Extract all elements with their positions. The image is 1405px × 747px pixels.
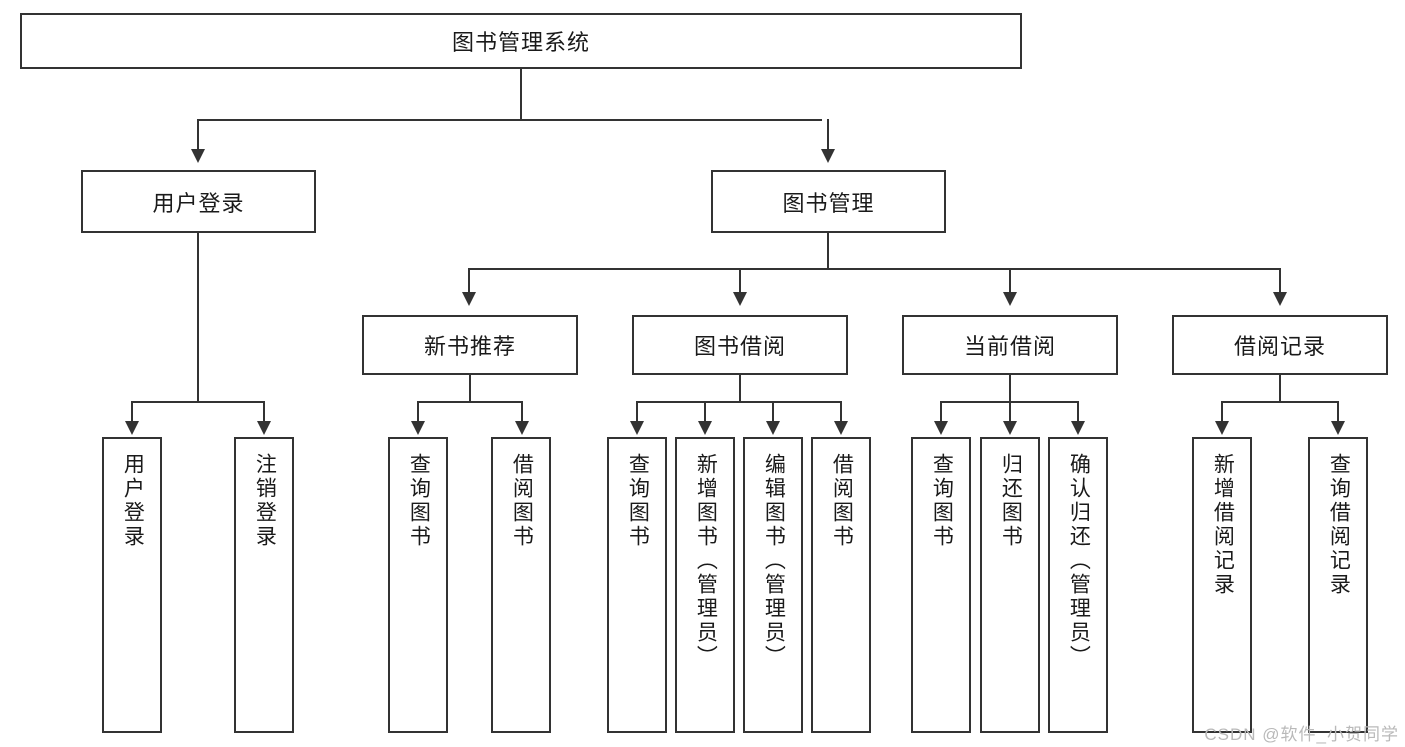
connector-book-borrow-bus bbox=[637, 401, 842, 403]
leaf-borrow-edit-book-admin[interactable]: 编辑图书（管理员） bbox=[743, 437, 803, 733]
connector-drop-leaf-user-login bbox=[131, 401, 133, 423]
arrowhead-leaf-logout bbox=[257, 421, 271, 435]
arrowhead-book-borrow bbox=[733, 292, 747, 306]
connector-drop-leaf-rec-borrow bbox=[521, 401, 523, 423]
connector-drop-book-manage bbox=[827, 119, 829, 151]
node-label: 借阅记录 bbox=[1233, 334, 1326, 359]
connector-new-book-rec-stem bbox=[469, 375, 471, 402]
node-label: 新增借阅记录 bbox=[1211, 453, 1235, 597]
node-label: 当前借阅 bbox=[963, 334, 1056, 359]
connector-drop-leaf-borrow-take bbox=[840, 401, 842, 423]
arrowhead-current-borrow bbox=[1003, 292, 1017, 306]
node-label: 查询图书 bbox=[930, 453, 954, 549]
arrowhead-leaf-borrow-add bbox=[698, 421, 712, 435]
connector-borrow-record-bus bbox=[1222, 401, 1338, 403]
connector-user-login-leaf-bus bbox=[132, 401, 264, 403]
leaf-borrow-take-book[interactable]: 借阅图书 bbox=[811, 437, 871, 733]
connector-user-login-stem bbox=[197, 233, 199, 402]
arrowhead-leaf-rec-borrow bbox=[515, 421, 529, 435]
node-label: 归还图书 bbox=[999, 453, 1023, 549]
leaf-rec-query-book[interactable]: 查询图书 bbox=[388, 437, 448, 733]
leaf-borrow-add-book-admin[interactable]: 新增图书（管理员） bbox=[675, 437, 735, 733]
connector-drop-book-borrow bbox=[739, 268, 741, 294]
arrowhead-borrow-record bbox=[1273, 292, 1287, 306]
connector-drop-leaf-borrow-query bbox=[636, 401, 638, 423]
connector-drop-leaf-borrow-add bbox=[704, 401, 706, 423]
arrowhead-user-login bbox=[191, 149, 205, 163]
leaf-add-borrow-record[interactable]: 新增借阅记录 bbox=[1192, 437, 1252, 733]
arrowhead-new-book-rec bbox=[462, 292, 476, 306]
node-label: 查询图书 bbox=[407, 453, 431, 549]
connector-drop-new-book-rec bbox=[468, 268, 470, 294]
connector-drop-user-login bbox=[197, 119, 199, 151]
node-user-login[interactable]: 用户登录 bbox=[81, 170, 316, 233]
connector-drop-leaf-cur-confirm bbox=[1077, 401, 1079, 423]
arrowhead-book-manage bbox=[821, 149, 835, 163]
node-label: 新书推荐 bbox=[423, 334, 516, 359]
node-label: 查询借阅记录 bbox=[1327, 453, 1351, 597]
leaf-rec-borrow-book[interactable]: 借阅图书 bbox=[491, 437, 551, 733]
arrowhead-leaf-user-login bbox=[125, 421, 139, 435]
arrowhead-leaf-borrow-query bbox=[630, 421, 644, 435]
connector-drop-leaf-rec-query-record bbox=[1337, 401, 1339, 423]
arrowhead-leaf-cur-query bbox=[934, 421, 948, 435]
leaf-current-return-book[interactable]: 归还图书 bbox=[980, 437, 1040, 733]
arrowhead-leaf-cur-return bbox=[1003, 421, 1017, 435]
node-label: 注销登录 bbox=[253, 453, 277, 549]
arrowhead-leaf-cur-confirm bbox=[1071, 421, 1085, 435]
connector-drop-leaf-rec-query bbox=[417, 401, 419, 423]
connector-drop-leaf-logout bbox=[263, 401, 265, 423]
arrowhead-leaf-rec-add bbox=[1215, 421, 1229, 435]
arrowhead-leaf-borrow-edit bbox=[766, 421, 780, 435]
node-label: 借阅图书 bbox=[510, 453, 534, 549]
connector-book-manage-stem bbox=[827, 233, 829, 269]
node-label: 确认归还（管理员） bbox=[1067, 453, 1091, 669]
connector-drop-leaf-cur-query bbox=[940, 401, 942, 423]
node-label: 用户登录 bbox=[152, 190, 245, 216]
node-current-borrowing[interactable]: 当前借阅 bbox=[902, 315, 1118, 375]
leaf-borrow-query-book[interactable]: 查询图书 bbox=[607, 437, 667, 733]
connector-level2-bus bbox=[198, 119, 822, 121]
leaf-current-confirm-return-admin[interactable]: 确认归还（管理员） bbox=[1048, 437, 1108, 733]
connector-new-book-rec-bus bbox=[418, 401, 522, 403]
connector-book-borrow-stem bbox=[739, 375, 741, 402]
node-label: 查询图书 bbox=[626, 453, 650, 549]
connector-drop-leaf-cur-return bbox=[1009, 401, 1011, 423]
node-root-book-management-system[interactable]: 图书管理系统 bbox=[20, 13, 1022, 69]
node-label: 图书管理系统 bbox=[451, 30, 590, 55]
connector-drop-current-borrow bbox=[1009, 268, 1011, 294]
leaf-query-borrow-record[interactable]: 查询借阅记录 bbox=[1308, 437, 1368, 733]
node-new-book-recommendation[interactable]: 新书推荐 bbox=[362, 315, 578, 375]
connector-level3-bus bbox=[469, 268, 1281, 270]
node-label: 用户登录 bbox=[121, 453, 145, 549]
node-book-management[interactable]: 图书管理 bbox=[711, 170, 946, 233]
node-label: 图书管理 bbox=[782, 190, 875, 216]
arrowhead-leaf-rec-query-record bbox=[1331, 421, 1345, 435]
csdn-watermark: CSDN @软件_小贺同学 bbox=[1204, 725, 1399, 744]
connector-borrow-record-stem bbox=[1279, 375, 1281, 402]
node-label: 新增图书（管理员） bbox=[694, 453, 718, 669]
node-borrowing-records[interactable]: 借阅记录 bbox=[1172, 315, 1388, 375]
node-label: 图书借阅 bbox=[693, 334, 786, 359]
leaf-current-query-book[interactable]: 查询图书 bbox=[911, 437, 971, 733]
connector-drop-borrow-record bbox=[1279, 268, 1281, 294]
node-book-borrowing[interactable]: 图书借阅 bbox=[632, 315, 848, 375]
connector-current-borrow-stem bbox=[1009, 375, 1011, 402]
node-label: 编辑图书（管理员） bbox=[762, 453, 786, 669]
connector-drop-leaf-borrow-edit bbox=[772, 401, 774, 423]
leaf-user-login[interactable]: 用户登录 bbox=[102, 437, 162, 733]
leaf-logout[interactable]: 注销登录 bbox=[234, 437, 294, 733]
node-label: 借阅图书 bbox=[830, 453, 854, 549]
connector-root-stem bbox=[520, 69, 522, 120]
arrowhead-leaf-borrow-take bbox=[834, 421, 848, 435]
connector-drop-leaf-rec-add bbox=[1221, 401, 1223, 423]
arrowhead-leaf-rec-query bbox=[411, 421, 425, 435]
